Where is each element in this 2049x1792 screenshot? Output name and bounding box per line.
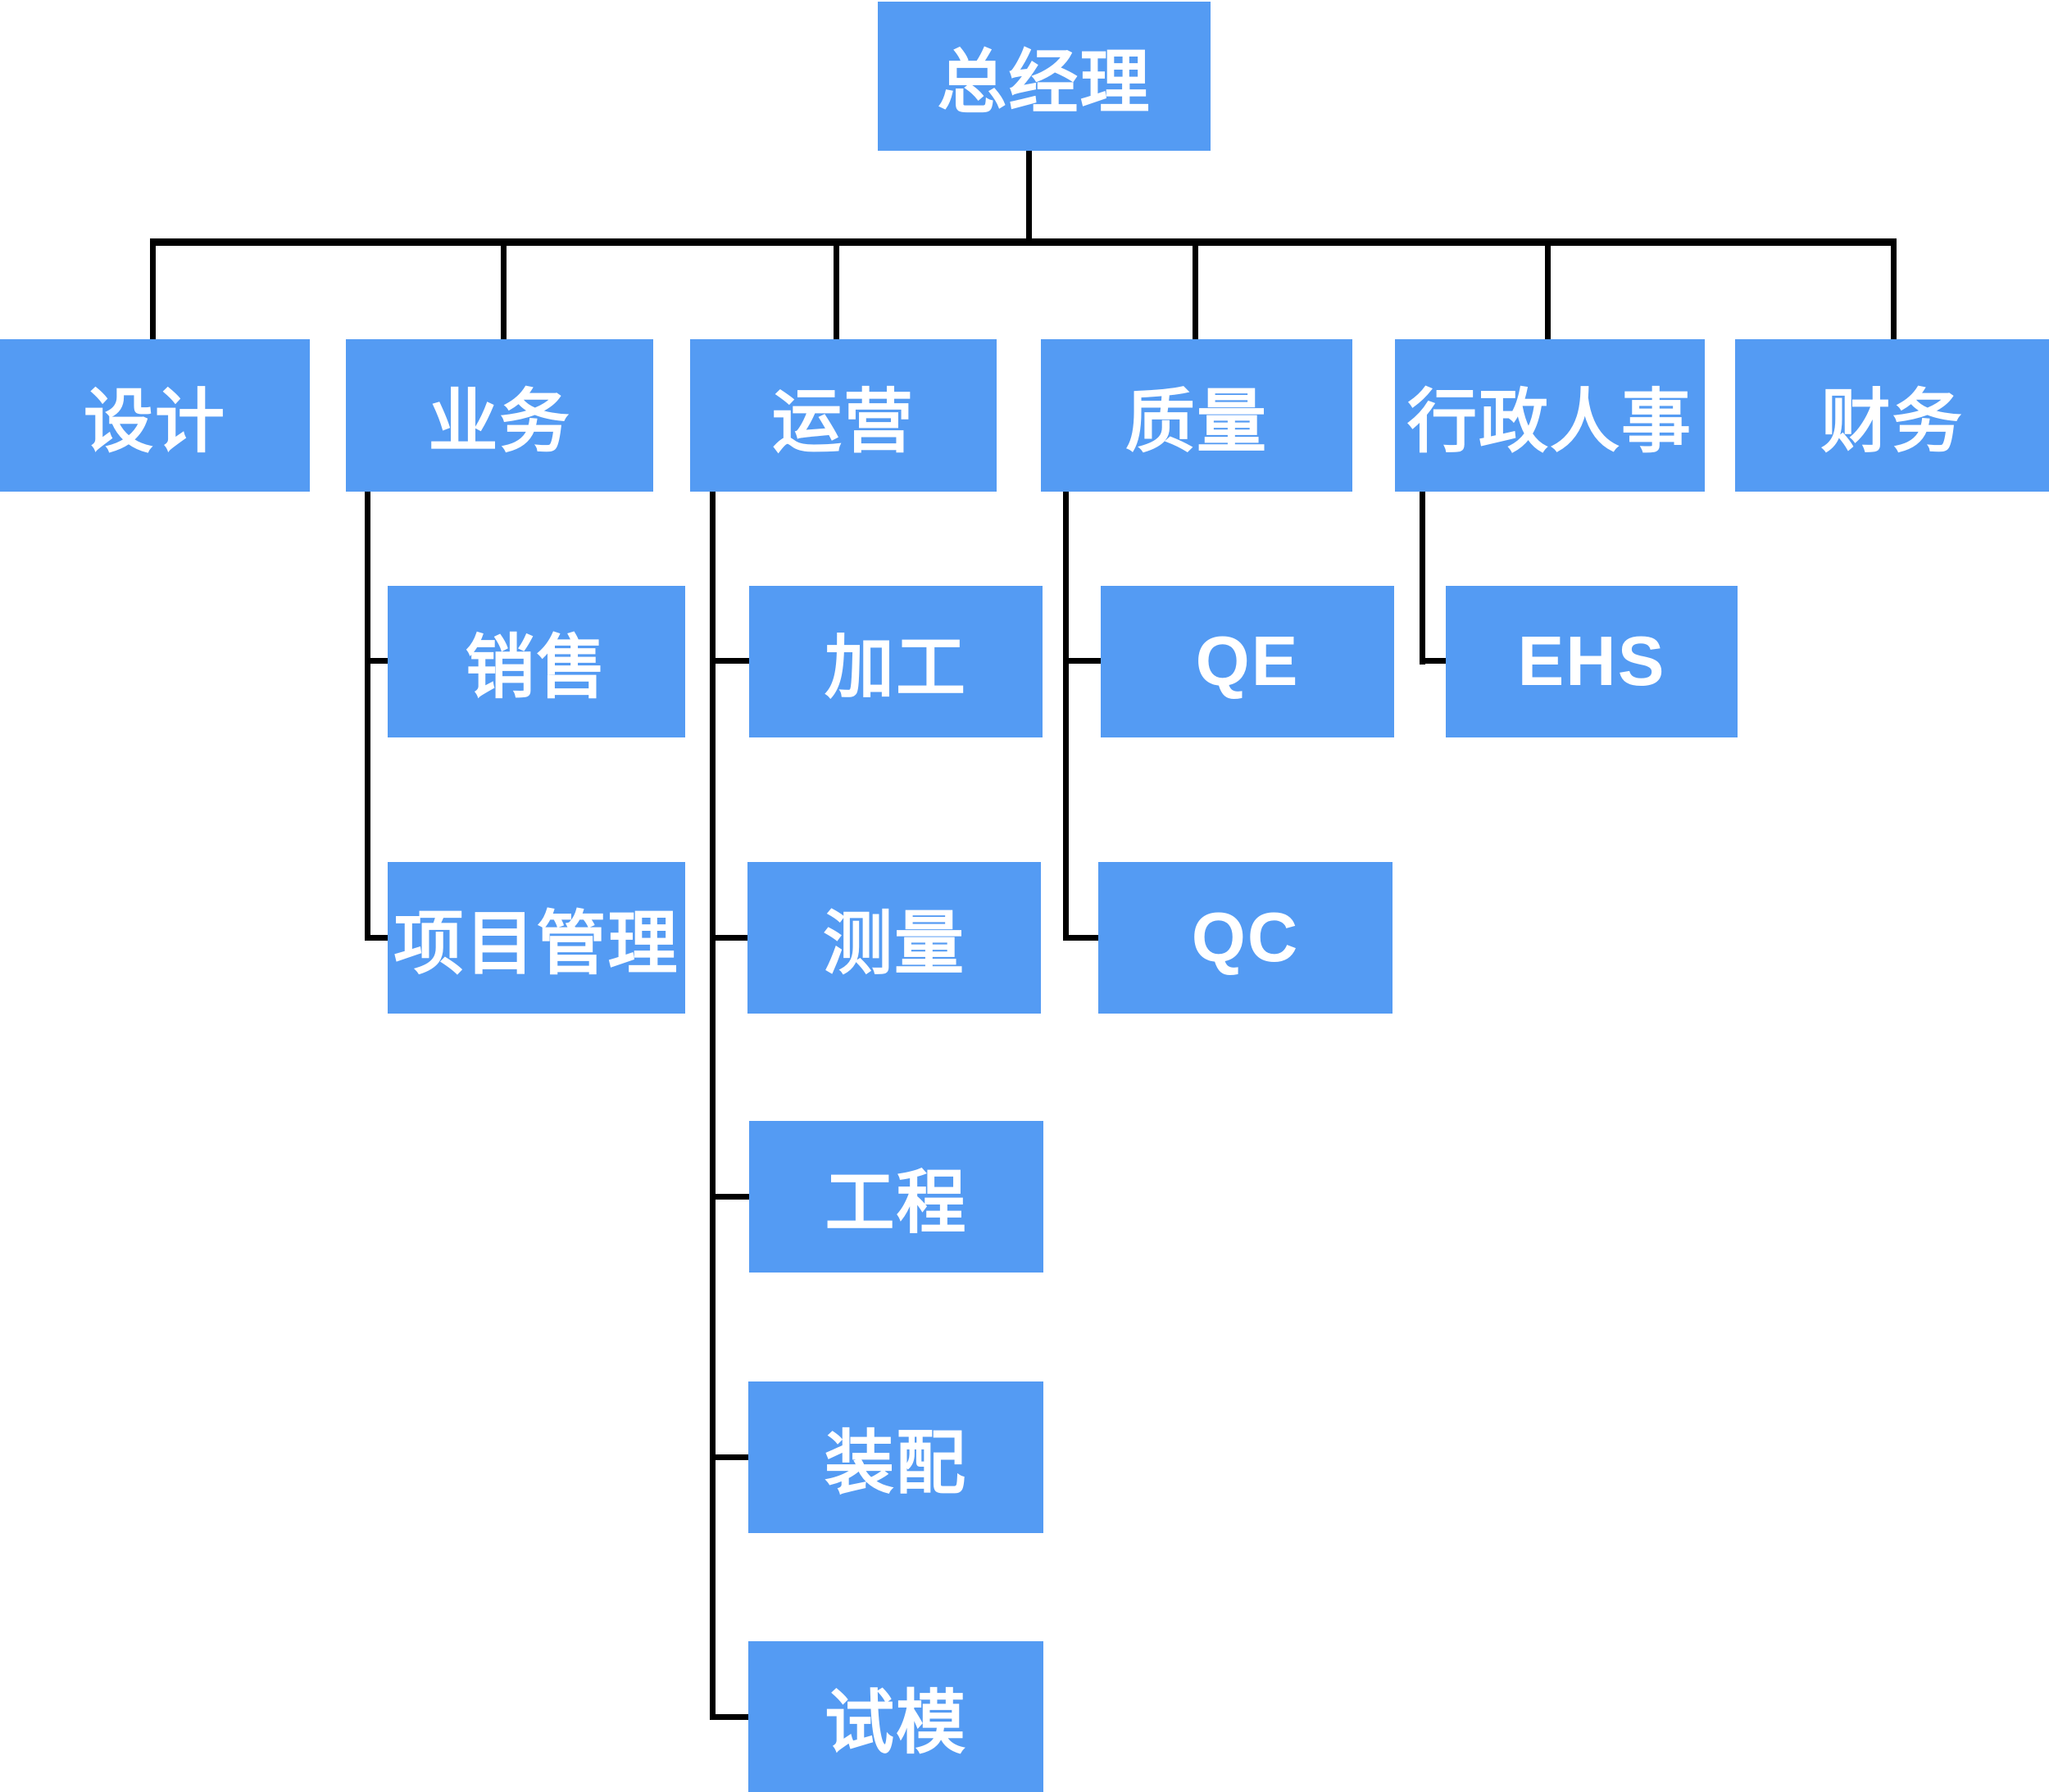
connector-drop-design [150, 245, 156, 339]
connector-operations-children [710, 492, 716, 1720]
node-label: 试模 [824, 1685, 967, 1763]
connector-gm-stem [1026, 151, 1032, 239]
node-label: 装配 [824, 1425, 967, 1503]
node-ehs: EHS [1446, 586, 1738, 737]
node-label: 测量 [822, 905, 965, 983]
connector-admin-hr-children [1420, 492, 1425, 665]
node-label: 运营 [771, 383, 915, 461]
node-mold-trial: 试模 [748, 1641, 1043, 1792]
connector-stub-qe [1063, 658, 1101, 664]
connector-stub-ehs [1420, 658, 1446, 664]
node-sales: 销售 [388, 586, 685, 737]
node-label: 行政人事 [1406, 383, 1692, 461]
node-label: 销售 [465, 629, 608, 707]
node-qe: QE [1101, 586, 1394, 737]
node-finance: 财务 [1735, 339, 2049, 492]
node-label: QC [1191, 898, 1300, 977]
node-project-mgmt: 项目管理 [388, 862, 685, 1014]
connector-stub-project-mgmt [365, 935, 388, 941]
connector-stub-sales [365, 658, 388, 664]
node-label: 业务 [428, 383, 571, 461]
node-design: 设计 [0, 339, 310, 492]
node-admin-hr: 行政人事 [1395, 339, 1705, 492]
node-label: EHS [1517, 622, 1666, 701]
node-engineering: 工程 [749, 1121, 1043, 1273]
node-machining: 加工 [749, 586, 1043, 737]
node-measurement: 测量 [747, 862, 1041, 1014]
node-label: 财务 [1820, 383, 1964, 461]
node-label: 工程 [825, 1164, 968, 1242]
connector-drop-finance [1891, 245, 1897, 339]
connector-drop-quality [1193, 245, 1198, 339]
node-label: 设计 [83, 383, 226, 461]
node-qc: QC [1098, 862, 1393, 1014]
node-quality: 质量 [1041, 339, 1352, 492]
node-general-manager: 总经理 [878, 2, 1211, 151]
connector-drop-business [501, 245, 507, 339]
connector-stub-mold-trial [710, 1714, 748, 1720]
node-assembly: 装配 [748, 1381, 1043, 1533]
node-label: 项目管理 [393, 905, 679, 983]
connector-stub-assembly [710, 1454, 748, 1460]
connector-quality-children [1063, 492, 1069, 941]
connector-stub-qc [1063, 935, 1098, 941]
connector-business-children [365, 492, 370, 941]
node-label: QE [1195, 622, 1300, 701]
node-label: 总经理 [937, 43, 1152, 122]
node-label: 质量 [1124, 383, 1268, 461]
connector-drop-operations [834, 245, 839, 339]
node-operations: 运营 [690, 339, 997, 492]
node-label: 加工 [824, 629, 967, 707]
connector-level2-bus [150, 238, 1897, 246]
node-business: 业务 [346, 339, 653, 492]
connector-stub-engineering [710, 1194, 749, 1200]
connector-stub-machining [710, 658, 749, 664]
connector-drop-admin-hr [1545, 245, 1551, 339]
connector-stub-measurement [710, 935, 747, 941]
